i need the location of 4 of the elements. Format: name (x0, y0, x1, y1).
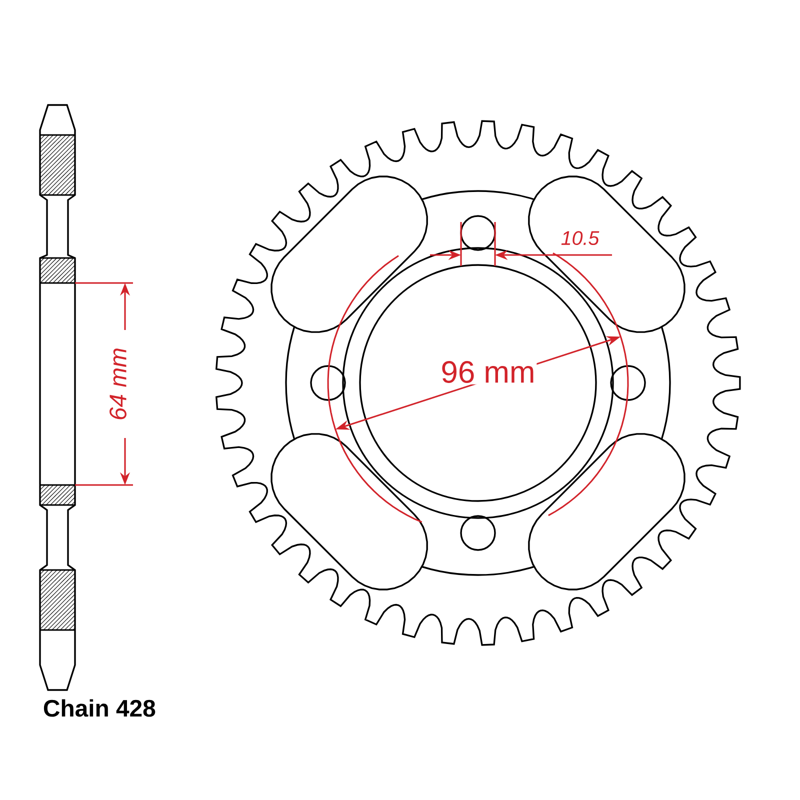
dimension-label: 64 mm (110, 348, 126, 420)
dimension-label: 96 mm (439, 360, 537, 384)
chain-size-label: Chain 428 (44, 699, 156, 717)
dimension-label: 10.5 (561, 231, 600, 246)
